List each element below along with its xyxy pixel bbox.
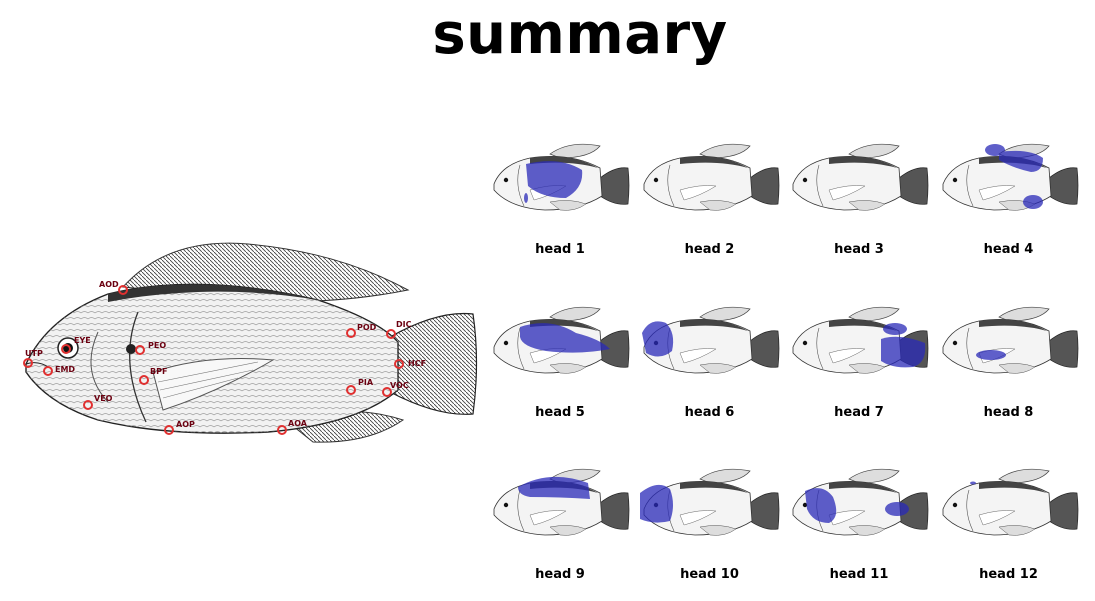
landmark-pod — [346, 328, 356, 338]
attention-head-thumbnail — [643, 143, 779, 211]
landmark-label: BPF — [150, 367, 167, 376]
attention-head-thumbnail — [493, 468, 630, 536]
annotated-fish-figure: UTP EYE EMD AOD PEO BPF VEO AOP AOA PIA … — [23, 242, 478, 443]
attention-head-label: head 1 — [535, 242, 585, 257]
landmark-label: HCF — [408, 359, 426, 368]
attention-head-cell: head 1 — [490, 140, 630, 257]
attention-overlay — [524, 161, 583, 203]
attention-head-thumbnail — [942, 306, 1078, 374]
landmark-aoa — [277, 425, 287, 435]
landmark-label: POD — [357, 323, 377, 332]
attention-head-thumbnail — [942, 468, 1078, 536]
attention-head-cell: head 9 — [490, 465, 630, 582]
attention-head-label: head 4 — [983, 242, 1034, 257]
landmark-label: VEO — [94, 394, 113, 403]
tail-fin — [389, 312, 478, 415]
attention-head-cell: head 2 — [640, 140, 780, 257]
attention-overlay — [639, 484, 673, 523]
attention-head-thumbnail — [792, 468, 929, 536]
attention-overlay — [520, 322, 610, 353]
attention-head-label: head 9 — [535, 567, 585, 582]
landmark-labels: UTP EYE EMD AOD PEO BPF VEO AOP AOA PIA … — [25, 280, 426, 429]
landmark-dic — [386, 329, 396, 339]
landmark-emd — [43, 366, 53, 376]
attention-overlay — [975, 349, 1006, 360]
landmark-aop — [164, 425, 174, 435]
attention-head-thumbnail — [641, 306, 779, 374]
landmark-aod — [118, 285, 128, 295]
attention-overlay — [641, 320, 673, 357]
attention-head-label: head 5 — [535, 404, 585, 420]
attention-head-thumbnail — [792, 143, 929, 211]
landmark-label: DIC — [396, 320, 412, 329]
attention-head-cell: head 6 — [640, 303, 780, 420]
pectoral-fin — [152, 358, 275, 411]
landmark-label: AOD — [99, 280, 119, 289]
landmark-eye — [61, 344, 71, 354]
attention-head-cell: head 12 — [939, 465, 1079, 582]
attention-head-cell: head 4 — [939, 140, 1079, 257]
attention-head-thumbnail — [942, 143, 1078, 211]
attention-head-label: head 10 — [680, 567, 739, 582]
attention-head-cell: head 5 — [490, 303, 630, 420]
attention-head-label: head 11 — [829, 567, 889, 582]
attention-head-label: head 3 — [834, 242, 884, 257]
landmark-label: PEO — [148, 341, 166, 350]
landmark-label: VOC — [390, 381, 409, 390]
attention-head-cell: head 8 — [939, 303, 1079, 420]
attention-head-label: head 2 — [684, 242, 735, 257]
attention-heads-grid: head 1 head 2 head 3 head 4 head 5 head … — [490, 140, 1085, 600]
attention-overlay — [984, 144, 1043, 209]
landmark-label: PIA — [358, 378, 374, 387]
attention-head-thumbnail — [493, 143, 630, 211]
attention-head-cell: head 10 — [639, 465, 780, 582]
landmark-utp — [23, 358, 33, 368]
landmark-pia — [346, 385, 356, 395]
page-title: summary — [432, 2, 728, 67]
attention-head-cell: head 7 — [789, 303, 929, 420]
landmark-bpf — [139, 375, 149, 385]
landmark-voc — [382, 387, 392, 397]
attention-overlay — [969, 481, 976, 485]
landmark-label: UTP — [25, 349, 43, 358]
attention-head-cell: head 3 — [789, 140, 929, 257]
attention-head-thumbnail — [639, 468, 779, 536]
landmark-label: EYE — [74, 336, 91, 345]
attention-head-label: head 7 — [834, 404, 884, 420]
attention-head-thumbnail — [792, 306, 929, 374]
landmark-veo — [83, 400, 93, 410]
attention-overlay — [805, 488, 909, 523]
landmark-label: AOA — [288, 419, 308, 428]
attention-head-cell: head 11 — [789, 465, 929, 582]
landmark-hcf — [394, 359, 404, 369]
attention-overlay — [518, 476, 590, 499]
landmark-markers — [23, 285, 404, 435]
attention-head-label: head 8 — [983, 404, 1034, 420]
attention-head-thumbnail — [493, 306, 630, 374]
landmark-label: AOP — [176, 420, 195, 429]
attention-head-label: head 12 — [979, 567, 1038, 582]
attention-overlay — [881, 322, 926, 367]
landmark-label: EMD — [55, 365, 75, 374]
attention-head-label: head 6 — [684, 404, 735, 420]
landmark-peo — [135, 345, 145, 355]
